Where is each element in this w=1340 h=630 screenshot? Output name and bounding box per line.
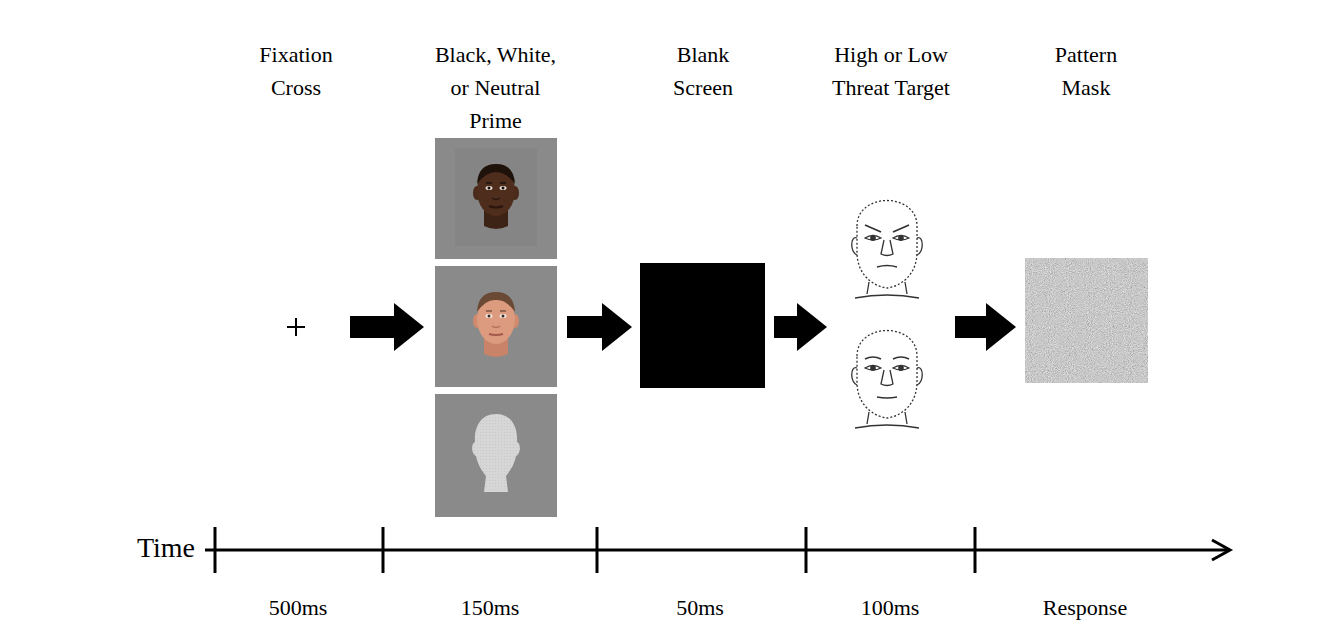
block-arrow (774, 303, 827, 351)
stage-column: Black, White, or Neutral Prime (428, 38, 563, 520)
stage-heading: Black, White, or Neutral Prime (428, 38, 563, 137)
duration-label: 500ms (269, 596, 328, 620)
block-arrow (955, 303, 1016, 351)
stage-column: Fixation Cross (246, 38, 346, 520)
block-arrow (567, 303, 632, 351)
duration-label: 150ms (461, 596, 520, 620)
stage-column: Pattern Mask (1020, 38, 1152, 520)
stage-column: High or Low Threat Target (831, 38, 951, 520)
blank-screen (640, 263, 765, 388)
black-face-prime (435, 138, 557, 259)
neutral-silhouette-prime (435, 394, 557, 517)
stage-heading: Fixation Cross (246, 38, 346, 104)
axis-title: Time (137, 533, 195, 564)
duration-label: Response (1043, 596, 1127, 620)
block-arrow (350, 303, 424, 351)
low-threat-target (835, 320, 940, 432)
stage-column: Blank Screen (636, 38, 770, 520)
pattern-mask (1025, 258, 1148, 383)
stage-heading: High or Low Threat Target (832, 38, 950, 104)
duration-label: 100ms (861, 596, 920, 620)
duration-label: 50ms (676, 596, 724, 620)
stage-heading: Blank Screen (653, 38, 753, 104)
white-face-prime (435, 266, 557, 387)
stage-heading: Pattern Mask (1036, 38, 1136, 104)
high-threat-target (835, 190, 940, 302)
time-axis (205, 527, 1230, 573)
fixation-cross (287, 318, 305, 336)
